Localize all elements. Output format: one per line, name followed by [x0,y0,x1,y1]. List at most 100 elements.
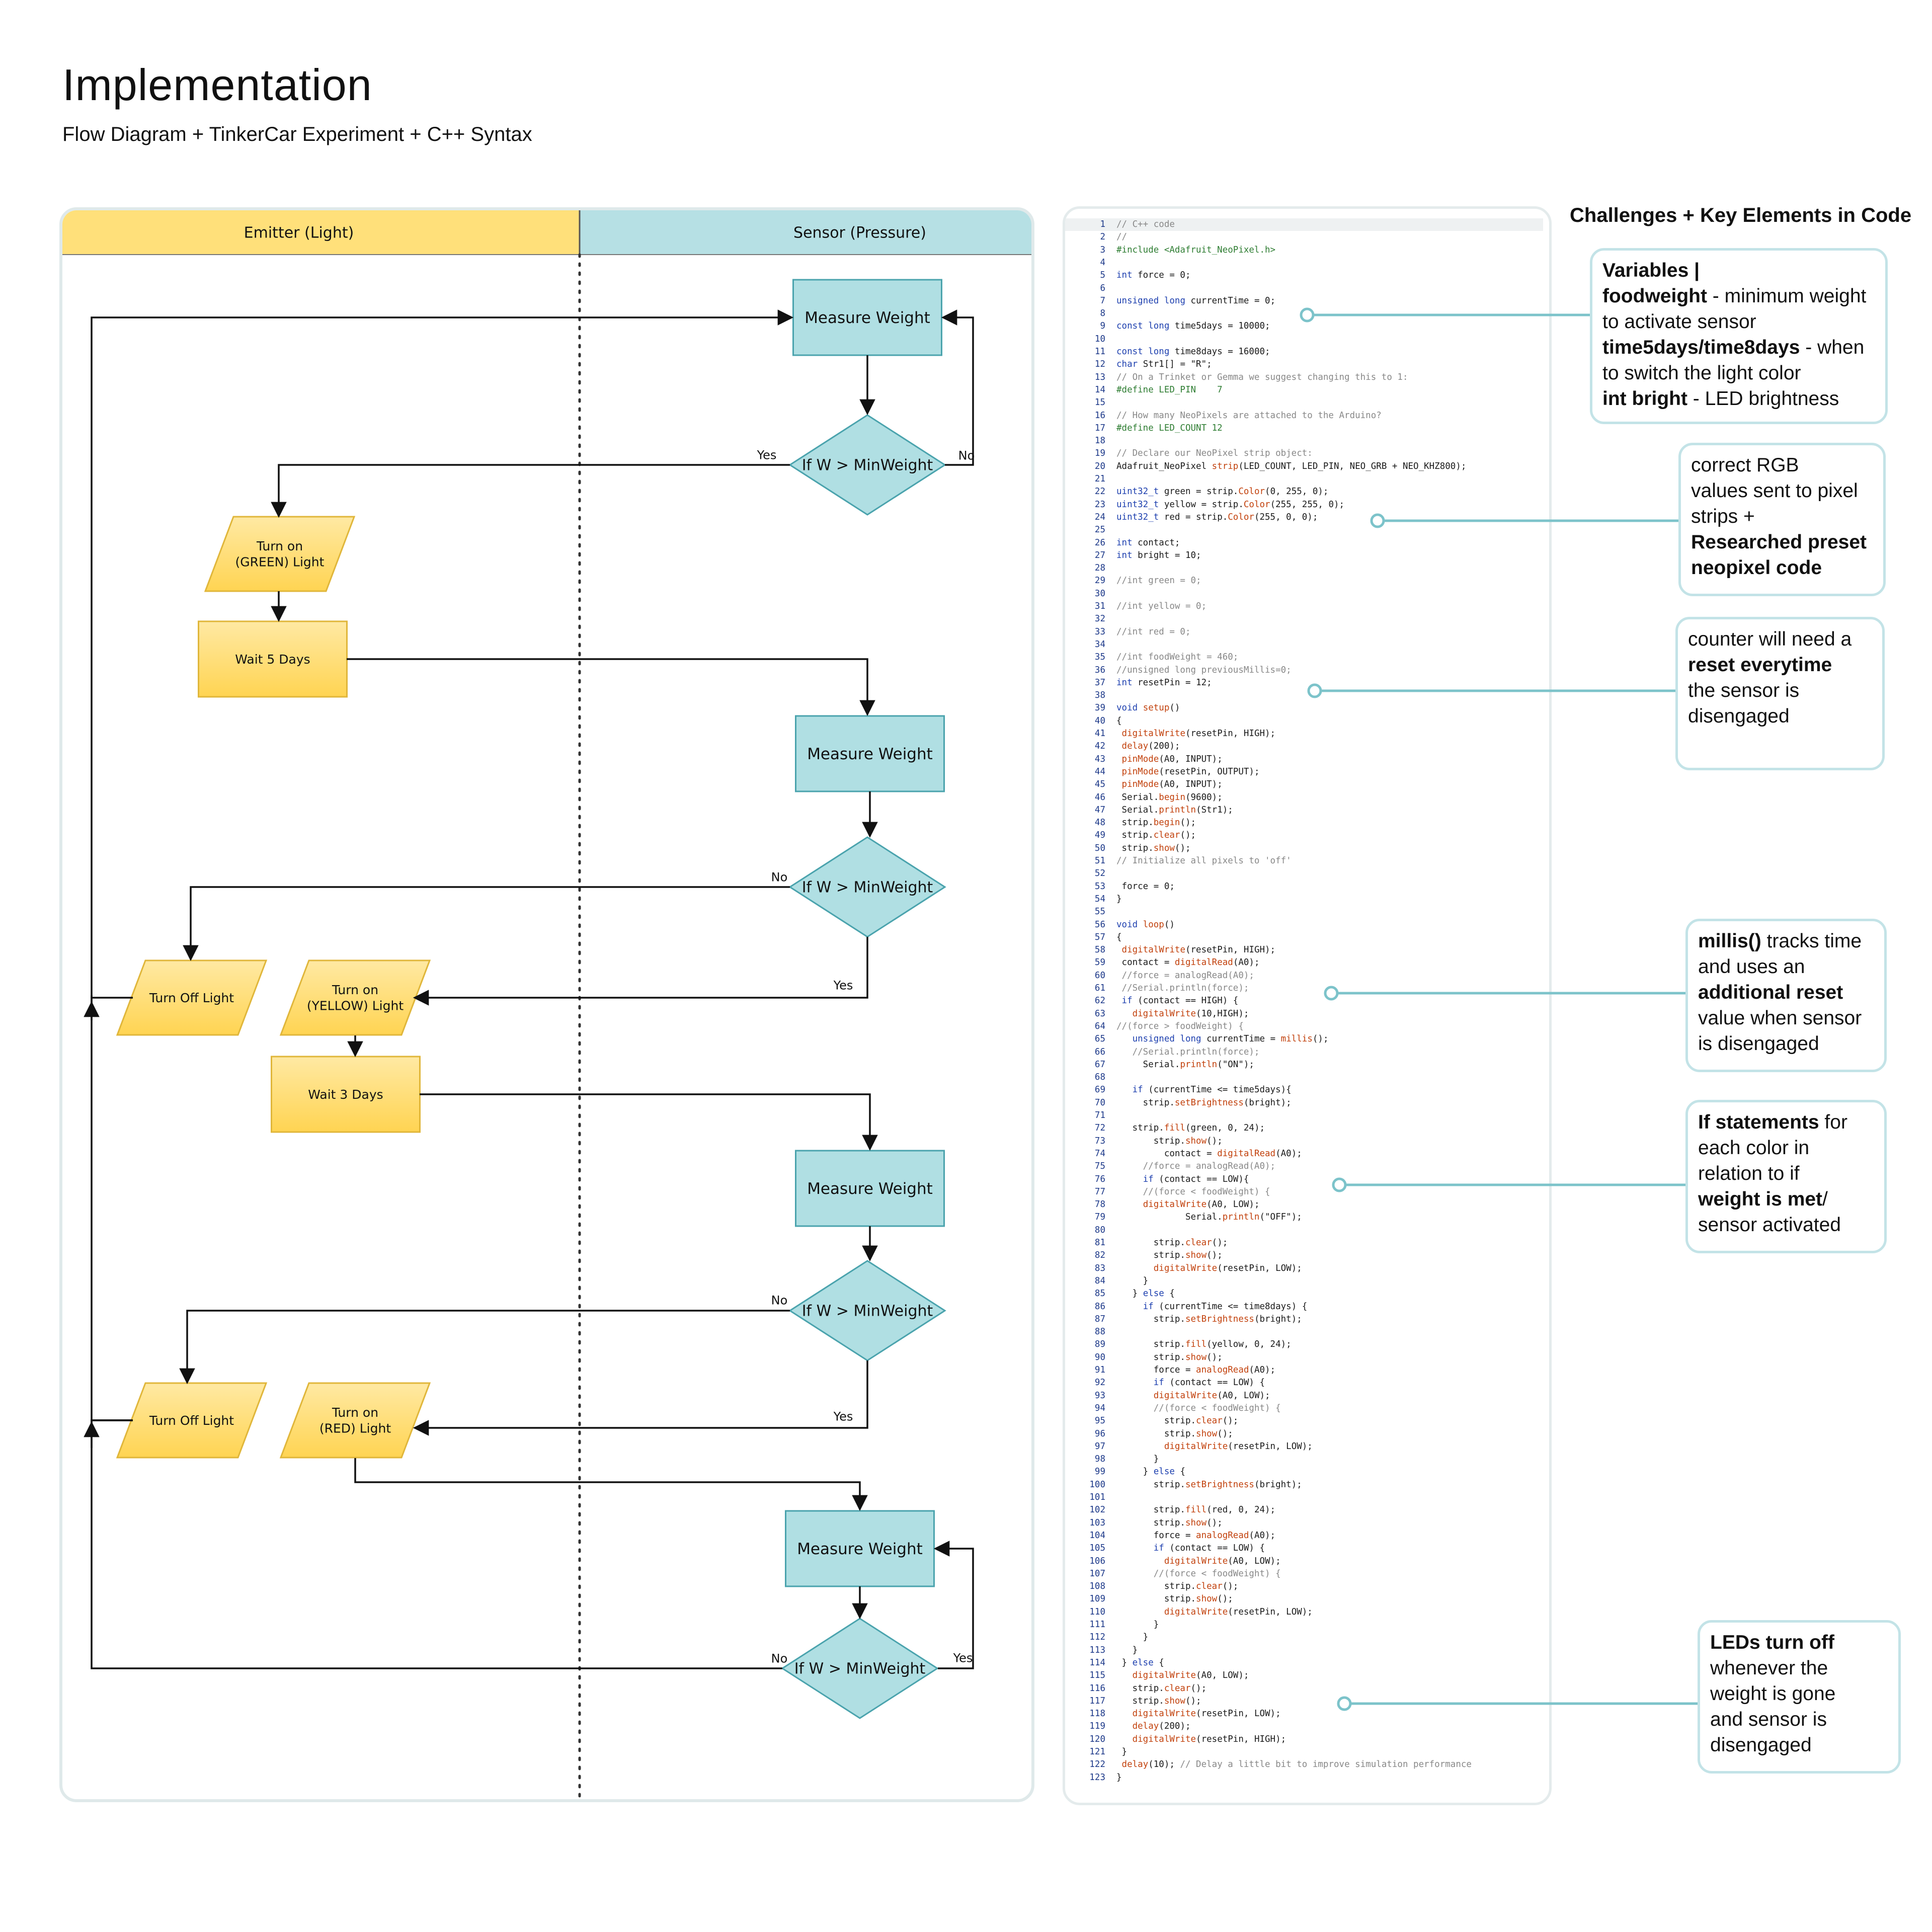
code-text: contact = digitalRead(A0); [1116,957,1260,968]
line-number: 29 [1094,576,1105,586]
line-number: 100 [1089,1479,1105,1490]
code-text: void loop() [1116,919,1175,930]
turn-on-red-light-label: Turn on(RED) Light [319,1405,391,1435]
line-number: 61 [1094,983,1105,993]
line-number: 1 [1100,219,1105,229]
line-number: 50 [1094,843,1105,853]
annotation-emphasis: foodweight [1602,285,1707,307]
code-line: 52 [1065,867,1543,880]
line-number: 96 [1094,1428,1105,1439]
line-number: 53 [1094,881,1105,892]
line-number: 27 [1094,550,1105,560]
line-number: 93 [1094,1390,1105,1401]
annotation-line: Researched preset [1691,529,1873,555]
annotation-emphasis: int bright [1602,388,1687,410]
code-line: 51// Initialize all pixels to 'off' [1065,855,1543,867]
code-text: strip.begin(); [1116,818,1196,828]
code-text: #define LED_PIN 7 [1116,384,1223,395]
code-text: } [1116,1620,1159,1630]
code-line: 110 digitalWrite(resetPin, LOW); [1065,1606,1543,1619]
code-line: 33//int red = 0; [1065,626,1543,638]
code-text: digitalWrite(A0, LOW); [1132,1670,1249,1681]
code-line: 99 } else { [1065,1466,1543,1478]
code-text: //(force < foodWeight) { [1116,1568,1281,1579]
code-line: 55 [1065,906,1543,918]
code-line: 120 digitalWrite(resetPin, HIGH); [1065,1733,1543,1746]
code-line: 16// How many NeoPixels are attached to … [1065,410,1543,422]
turn-on-green-light [204,516,356,592]
annotation-line: LEDs turn off [1710,1630,1888,1655]
code-line: 100 strip.setBrightness(bright); [1065,1479,1543,1491]
line-number: 33 [1094,626,1105,637]
annotation-line: to activate sensor [1602,309,1875,335]
code-line: 121 } [1065,1746,1543,1758]
code-line: 109 strip.show(); [1065,1593,1543,1605]
line-number: 67 [1094,1059,1105,1070]
code-line: 25 [1065,524,1543,536]
line-number: 57 [1094,932,1105,942]
code-line: 114 } else { [1065,1657,1543,1669]
code-text: pinMode(A0, INPUT); [1121,779,1223,790]
code-text: pinMode(A0, INPUT); [1121,754,1223,764]
measure-weight-box-1-label: Measure Weight [804,309,930,327]
arrow-decision1-yes-to-green [271,464,790,518]
annotation-line: Variables | [1602,258,1875,283]
code-line: 21 [1065,473,1543,486]
code-text: #define LED_COUNT 12 [1116,423,1223,433]
decision-diamond-1-label: If W > MinWeight [802,457,933,474]
code-line: 6 [1065,282,1543,295]
line-number: 17 [1094,423,1105,433]
annotation-line: sensor activated [1698,1212,1874,1238]
wait-3-days-box [271,1056,421,1133]
annotation-line: relation to if [1698,1161,1874,1186]
line-number: 76 [1094,1174,1105,1184]
line-number: 83 [1094,1263,1105,1273]
code-text: // Initialize all pixels to 'off' [1116,856,1292,866]
code-line: 13// On a Trinket or Gemma we suggest ch… [1065,371,1543,384]
annotation-line: values sent to pixel [1691,478,1873,504]
code-text: strip.clear(); [1116,830,1196,841]
code-line: 122 delay(10); // Delay a little bit to … [1065,1758,1543,1771]
code-text: } [1116,894,1122,904]
annotation-line: millis() tracks time [1698,928,1874,954]
branch-label-no-4: No [771,1651,788,1665]
code-line: 49 strip.clear(); [1065,829,1543,842]
line-number: 122 [1089,1759,1105,1770]
code-text: } [1116,1632,1149,1643]
code-line: 57{ [1065,931,1543,944]
line-number: 69 [1094,1085,1105,1095]
code-line: 4 [1065,257,1543,269]
page-subtitle: Flow Diagram + TinkerCar Experiment + C+… [62,123,532,145]
code-text: { [1116,715,1122,726]
line-number: 42 [1094,741,1105,752]
turn-on-yellow-light-label: Turn on(YELLOW) Light [307,983,404,1013]
annotation-line: int bright - LED brightness [1602,386,1875,412]
annotation-text: values sent to pixel [1691,480,1858,502]
code-line: 111 } [1065,1619,1543,1631]
annotation-emphasis: Variables | [1602,260,1700,281]
code-text: digitalWrite(resetPin, LOW); [1132,1709,1281,1719]
code-line: 81 strip.clear(); [1065,1237,1543,1249]
annotation-line: strips + [1691,504,1873,529]
line-number: 36 [1094,665,1105,675]
annotation-text: the sensor is [1688,680,1800,701]
measure-weight-box-3 [795,1150,945,1227]
code-text: strip.clear(); [1116,1683,1207,1694]
line-number: 80 [1094,1225,1105,1235]
annotation-emphasis: neopixel code [1691,557,1822,579]
code-line: 28 [1065,562,1543,575]
code-text: Serial.println("ON"); [1116,1059,1254,1070]
lane-title-emitter: Emitter (Light) [244,224,354,242]
annotation-emphasis: If statements [1698,1111,1819,1133]
code-text: } [1116,1454,1159,1465]
code-line: 119 delay(200); [1065,1720,1543,1733]
